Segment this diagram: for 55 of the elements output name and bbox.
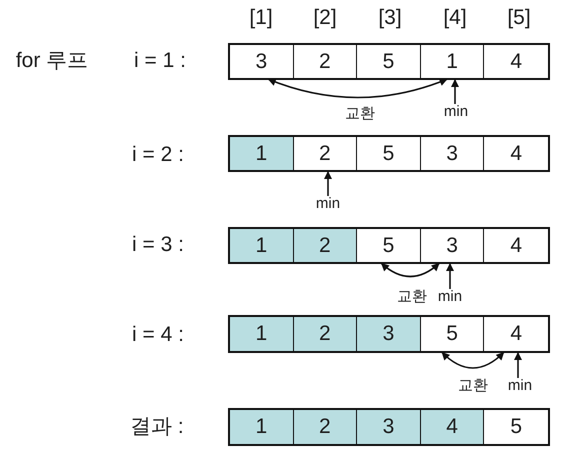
pointer-arrow <box>514 352 522 378</box>
edge-label: 교환 <box>456 378 490 394</box>
array-cell: 2 <box>294 410 358 444</box>
pointer-arrow <box>324 171 332 196</box>
array-cell: 3 <box>357 410 421 444</box>
array-cell: 4 <box>420 410 484 444</box>
pointer-label: min <box>508 378 532 394</box>
array-box <box>228 43 550 80</box>
array-cell: 5 <box>357 229 421 262</box>
array-cell: 5 <box>420 317 484 351</box>
row-label: i = 2 : <box>132 143 184 167</box>
array-cell: 5 <box>357 137 421 170</box>
index-label: [4] <box>443 6 467 30</box>
swap-arrow <box>380 262 440 278</box>
row-label: 결과 : <box>130 415 184 439</box>
pointer-label: min <box>438 289 462 305</box>
array-cell: 2 <box>294 137 358 170</box>
row-label: i = 1 : <box>134 49 186 73</box>
array-cell: 5 <box>484 410 548 444</box>
pointer-arrow <box>451 79 459 104</box>
index-label: [5] <box>507 6 531 30</box>
array-box <box>228 227 550 264</box>
array-cell: 3 <box>357 317 421 351</box>
array-cell: 1 <box>230 410 294 444</box>
array-cell: 1 <box>420 45 484 78</box>
array-cell: 1 <box>230 137 294 170</box>
swap-arrow <box>441 351 505 369</box>
array-box <box>228 408 550 446</box>
edge-label: 교환 <box>395 289 429 305</box>
pointer-arrow <box>446 263 454 289</box>
index-label: [3] <box>378 6 402 30</box>
array-cell: 2 <box>294 317 358 351</box>
array-cell: 3 <box>420 137 484 170</box>
array-cell: 4 <box>484 317 548 351</box>
loop-label: for 루프 <box>16 49 88 73</box>
array-cell: 3 <box>420 229 484 262</box>
array-cell: 3 <box>230 45 294 78</box>
index-label: [1] <box>249 6 273 30</box>
array-cell: 2 <box>294 229 358 262</box>
array-box <box>228 135 550 172</box>
row-label: i = 3 : <box>132 233 184 257</box>
index-label: [2] <box>313 6 337 30</box>
array-box <box>228 315 550 353</box>
array-cell: 4 <box>484 229 548 262</box>
array-cell: 1 <box>230 317 294 351</box>
edge-label: 교환 <box>343 106 377 122</box>
array-cell: 5 <box>357 45 421 78</box>
pointer-label: min <box>444 104 468 120</box>
array-cell: 1 <box>230 229 294 262</box>
array-cell: 2 <box>294 45 358 78</box>
pointer-label: min <box>316 196 340 212</box>
array-cell: 4 <box>484 45 548 78</box>
row-label: i = 4 : <box>132 323 184 347</box>
array-cell: 4 <box>484 137 548 170</box>
swap-arrow <box>268 78 448 98</box>
